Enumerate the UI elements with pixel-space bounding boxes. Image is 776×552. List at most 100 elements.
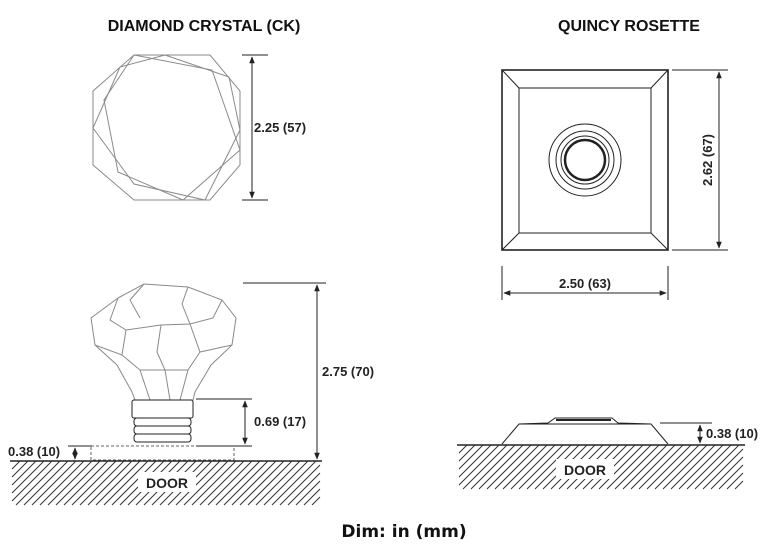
hatch-line [686,444,732,490]
hatch-line [295,480,321,506]
door-left-label: DOOR [146,475,188,491]
hatch-line [111,460,157,506]
crystal-star-a [92,54,241,201]
hatch-line [470,444,516,490]
hatch-line [23,460,69,506]
hatch-line [702,448,744,490]
knob-side-view [90,283,237,461]
hatch-line [614,444,660,490]
hatch-line [47,460,93,506]
hatch-line [694,444,740,490]
hatch-line [71,460,117,506]
dim-rose-label: 0.38 (10) [8,444,60,459]
rosette-ring-inner [560,135,610,185]
hatch-line [654,444,700,490]
hatch-line [710,456,744,490]
rosette-title: QUINCY ROSETTE [558,18,700,35]
hatch-line [287,472,321,506]
dim-diameter-label: 2.25 (57) [254,120,306,135]
rosette-hole [563,138,607,182]
hatch-line [11,460,53,502]
hatch-line [718,464,744,490]
hatch-line [478,444,524,490]
hatch-line [502,444,548,490]
hatch-line [255,460,301,506]
hatch-line [11,460,45,494]
hatch-line [63,460,109,506]
dim-rosette-thickness: 0.38 (10) [660,422,758,444]
hatch-line [622,444,668,490]
hatch-line [734,480,744,490]
dim-rosette-height-label: 2.62 (67) [700,134,715,186]
crystal-star-b [103,54,241,201]
rosette-ring-outer [548,123,622,197]
dim-rosette-thickness-label: 0.38 (10) [706,426,758,441]
hatch-line [55,460,101,506]
door-right-label: DOOR [564,462,606,478]
hatch-line [606,444,652,490]
hatch-line [95,460,141,506]
hatch-line [279,464,321,506]
crystal-outline [92,54,241,201]
dim-rose: 0.38 (10) [8,444,92,460]
dim-projection: 2.75 (70) [243,282,374,460]
door-left: DOOR [10,460,322,506]
hatch-line [199,460,245,506]
dim-rosette-width: 2.50 (63) [501,266,669,300]
knob-title: DIAMOND CRYSTAL (CK) [108,18,301,35]
hatch-line [223,460,269,506]
hatch-line [458,444,492,478]
hatch-line [638,444,684,490]
crystal-top-view [92,54,241,201]
hatch-line [526,444,572,490]
hatch-line [239,460,285,506]
dim-neck-label: 0.69 (17) [254,414,306,429]
hatch-line [458,444,500,486]
hatch-line [263,460,309,506]
hatch-line [486,444,532,490]
hatch-line [518,444,564,490]
hatch-line [175,460,221,506]
rosette-outer [501,69,669,251]
units-note: Dim: in (mm) [341,522,466,542]
hatch-line [458,444,484,470]
hatch-line [247,460,293,506]
rosette-ring-mid [555,130,615,190]
hatch-line [31,460,77,506]
knob-ring-3 [133,433,192,443]
rosette-side-profile [501,417,669,445]
hatch-line [303,488,321,506]
hatch-line [207,460,253,506]
hatch-line [191,460,237,506]
rosette-front-view [501,69,669,251]
hatch-line [630,444,676,490]
hatch-line [646,444,692,490]
knob-rose [90,445,235,461]
dim-rosette-width-label: 2.50 (63) [559,276,611,291]
hatch-line [11,460,21,470]
hatch-line [662,444,708,490]
hatch-line [11,460,29,478]
hatch-line [87,460,133,506]
knob-ring-1 [133,417,192,427]
hatch-line [103,460,149,506]
knob-neck [131,399,194,419]
hatch-line [11,460,37,486]
knob-crystal-outline [90,283,237,401]
dim-rosette-height: 2.62 (67) [672,69,728,251]
hatch-line [183,460,229,506]
hatch-line [598,444,644,490]
dim-neck: 0.69 (17) [196,398,306,447]
dim-diameter: 2.25 (57) [242,54,306,201]
rosette-side-view [501,417,669,445]
rosette-inner [518,87,652,234]
hatch-line [458,444,468,454]
hatch-line [670,444,716,490]
hatch-line [510,444,556,490]
hatch-line [215,460,261,506]
hatch-line [79,460,125,506]
hatch-line [311,496,321,506]
hatch-line [494,444,540,490]
hatch-line [726,472,744,490]
